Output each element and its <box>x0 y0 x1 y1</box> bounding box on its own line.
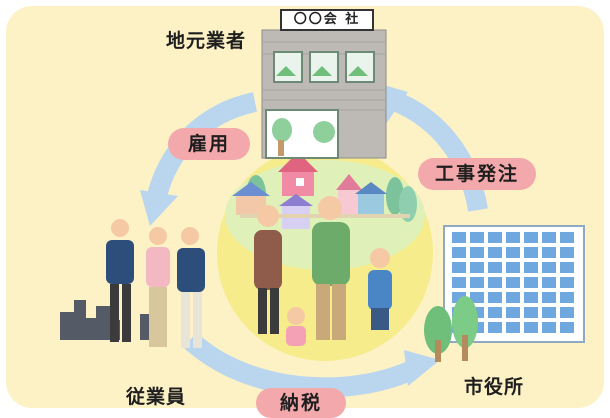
city-hall-window <box>542 322 556 333</box>
city-hall-window <box>560 247 574 258</box>
city-hall-window <box>506 277 520 288</box>
city-hall-window <box>470 292 484 303</box>
city-hall-window <box>470 232 484 243</box>
family-group <box>254 196 392 346</box>
employees-group <box>106 219 205 348</box>
node-local-business-label: 地元業者 <box>166 30 247 52</box>
city-hall-window <box>524 322 538 333</box>
city-hall-window <box>524 232 538 243</box>
city-hall-window <box>560 292 574 303</box>
city-hall-window <box>506 307 520 318</box>
city-hall-window <box>524 277 538 288</box>
city-hall-window <box>506 322 520 333</box>
node-employees-label: 従業員 <box>126 386 187 408</box>
city-hall-window <box>470 277 484 288</box>
edge-tax-payment-pill: 納税 <box>256 388 346 418</box>
city-hall-window <box>506 247 520 258</box>
city-hall-window <box>542 262 556 273</box>
city-hall-window <box>488 277 502 288</box>
city-hall-window <box>542 307 556 318</box>
city-hall-window <box>488 262 502 273</box>
city-hall-window <box>488 292 502 303</box>
city-hall-window <box>560 232 574 243</box>
arrowhead-tax <box>404 350 440 386</box>
city-hall-building <box>424 225 585 362</box>
city-hall-window <box>506 232 520 243</box>
arrowhead-employment <box>140 190 178 226</box>
city-hall-window <box>542 292 556 303</box>
city-hall-window <box>452 247 466 258</box>
edge-construction-order-pill: 工事発注 <box>418 158 536 190</box>
city-hall-window <box>524 307 538 318</box>
arrow-arc-construction <box>388 90 488 212</box>
city-hall-window <box>470 262 484 273</box>
city-hall-window <box>470 247 484 258</box>
city-hall-window <box>488 232 502 243</box>
city-hall-window <box>452 262 466 273</box>
city-hall-window <box>560 307 574 318</box>
city-hall-window <box>542 232 556 243</box>
city-hall-window <box>524 262 538 273</box>
city-hall-window <box>524 292 538 303</box>
city-hall-window <box>542 277 556 288</box>
city-hall-window <box>452 232 466 243</box>
city-hall-window <box>542 247 556 258</box>
arrow-heads <box>140 84 440 386</box>
node-city-hall-label: 市役所 <box>464 376 525 398</box>
city-hall-window <box>524 247 538 258</box>
city-hall-window <box>488 307 502 318</box>
city-hall-window <box>506 262 520 273</box>
city-hall-window <box>560 277 574 288</box>
city-hall-window <box>560 262 574 273</box>
arrowhead-construction <box>380 84 408 124</box>
city-hall-window <box>452 277 466 288</box>
company-signboard: 〇〇会 社 <box>280 9 374 31</box>
city-hall-window <box>488 247 502 258</box>
edge-employment-pill: 雇用 <box>168 128 250 160</box>
factory-silhouette <box>60 300 158 340</box>
city-hall-window <box>488 322 502 333</box>
city-hall-window <box>506 292 520 303</box>
arrow-arc-tax <box>183 332 417 398</box>
city-hall-window <box>452 292 466 303</box>
city-hall-window <box>560 322 574 333</box>
local-business-building <box>261 29 387 159</box>
